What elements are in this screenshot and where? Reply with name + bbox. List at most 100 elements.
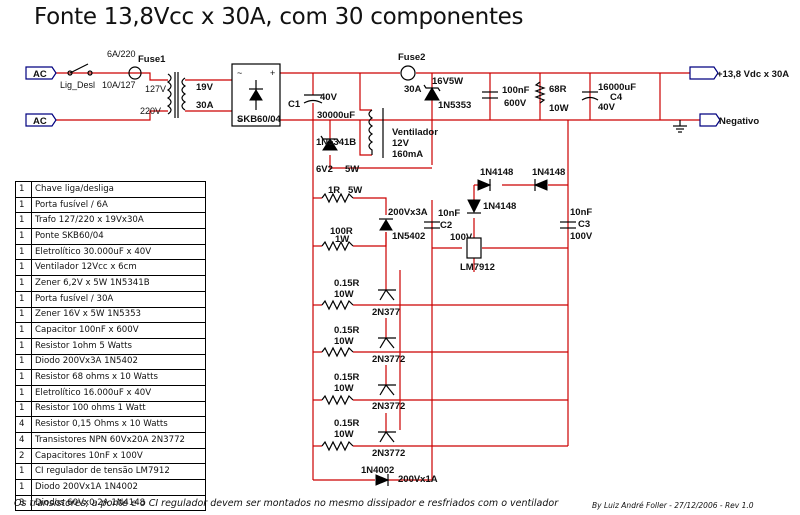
- fan-current: 160mA: [392, 149, 423, 160]
- t4-label: 2N3772: [372, 448, 405, 459]
- d4148-a: 1N4148: [480, 167, 513, 178]
- part-qty: 1: [15, 275, 32, 292]
- c4-name: C4: [610, 92, 623, 103]
- part-description: Resistor 100 ohms 1 Watt: [31, 400, 206, 418]
- c2-value: 10nF: [438, 208, 460, 219]
- page-title: Fonte 13,8Vcc x 30A, com 30 componentes: [34, 4, 524, 30]
- part-description: Ponte SKB60/04: [31, 228, 206, 245]
- part-qty: 1: [15, 400, 32, 418]
- c1-name: C1: [288, 99, 301, 110]
- zener1-rating: 16V5W: [432, 76, 463, 87]
- part-qty: 4: [15, 432, 32, 449]
- capacitor-c3: 10nF C3 100V: [560, 207, 593, 242]
- ac-input-top: AC: [25, 66, 57, 80]
- part-qty: 1: [15, 290, 32, 308]
- r100-power: 1W: [335, 234, 349, 245]
- part-qty: 1: [15, 306, 32, 324]
- svg-text:~: ~: [237, 115, 242, 125]
- capacitor-c4: 16000uF C4 40V: [581, 82, 636, 113]
- cap100n-voltage: 600V: [504, 98, 527, 109]
- resistor-1r: 1R 5W: [321, 185, 362, 204]
- part-description: Trafo 127/220 x 19Vx30A: [31, 212, 206, 230]
- fuse1-rating-a: 6A/220: [107, 49, 136, 59]
- c4-voltage: 40V: [598, 102, 616, 113]
- part-qty: 2: [15, 447, 32, 465]
- part-description: Diodo 200Vx1A 1N4002: [31, 479, 206, 496]
- c3-name: C3: [578, 219, 590, 230]
- c2-name: C2: [440, 220, 452, 231]
- output-negative: Negativo: [673, 113, 759, 133]
- c3-voltage: 100V: [570, 231, 593, 242]
- part-description: Resistor 0,15 Ohms x 10 Watts: [31, 416, 206, 433]
- zener2-voltage: 6V2: [316, 164, 333, 175]
- re2-power: 10W: [334, 336, 354, 347]
- part-qty: 4: [15, 416, 32, 433]
- tap-127: 127V: [145, 84, 166, 94]
- power-stage-1: 0.15R 10W 2N377: [321, 278, 400, 318]
- diode-1n5402: 200Vx3A 1N5402: [379, 207, 428, 242]
- resistor-68r: 68R 10W: [534, 81, 569, 114]
- t1-label: 2N377: [372, 307, 400, 318]
- power-stage-2: 0.15R 10W 2N3772: [321, 325, 405, 365]
- re1-value: 0.15R: [334, 278, 359, 289]
- fuse1-rating-b: 10A/127: [102, 80, 136, 90]
- c4-value: 16000uF: [598, 82, 636, 93]
- fuse2-name: Fuse2: [398, 52, 425, 63]
- mounting-note: Os transistores, a ponte e o CI regulado…: [14, 498, 559, 509]
- zener-16v: 16V5W 1N5353: [423, 76, 471, 111]
- part-description: Eletrolítico 30.000uF x 40V: [31, 243, 206, 261]
- part-qty: 1: [15, 322, 32, 339]
- re3-power: 10W: [334, 383, 354, 394]
- re2-value: 0.15R: [334, 325, 359, 336]
- output-positive: +13,8 Vdc x 30A: [689, 66, 789, 80]
- bridge-rectifier: + ~ ~ - SKB60/04: [231, 63, 282, 127]
- part-description: Transistores NPN 60Vx20A 2N3772: [31, 432, 206, 449]
- c3-value: 10nF: [570, 207, 592, 218]
- fuse2: Fuse2 30A: [398, 52, 425, 95]
- d4002-rating: 200Vx1A: [398, 474, 438, 485]
- out-neg-label: Negativo: [719, 116, 759, 127]
- part-description: Zener 16V x 5W 1N5353: [31, 306, 206, 324]
- fan-voltage: 12V: [392, 138, 410, 149]
- cap100n-value: 100nF: [502, 85, 530, 96]
- fan-coil: Ventilador 12V 160mA: [368, 108, 438, 160]
- part-qty: 1: [15, 463, 32, 481]
- zener-6v2: 1N5341B 6V2 5W: [316, 135, 359, 175]
- d5402-rating: 200Vx3A: [388, 207, 428, 218]
- part-description: Chave liga/desliga: [31, 181, 206, 198]
- sec-voltage: 19V: [196, 82, 214, 93]
- d5402-part: 1N5402: [392, 231, 425, 242]
- r1-power: 5W: [348, 185, 362, 196]
- bridge-label: SKB60/04: [237, 114, 282, 125]
- part-qty: 1: [15, 384, 32, 402]
- part-description: Diodo 200Vx3A 1N5402: [31, 353, 206, 371]
- fan-title: Ventilador: [392, 127, 438, 138]
- part-qty: 1: [15, 369, 32, 386]
- c1-voltage: 40V: [320, 92, 338, 103]
- fuse1-name: Fuse1: [138, 54, 166, 65]
- switch-label: Lig_Desl: [60, 80, 95, 90]
- lm7912-label: LM7912: [460, 262, 495, 273]
- part-qty: 1: [15, 259, 32, 277]
- part-description: Resistor 1ohm 5 Watts: [31, 337, 206, 355]
- t2-label: 2N3772: [372, 354, 405, 365]
- part-qty: 1: [15, 337, 32, 355]
- part-description: Zener 6,2V x 5W 1N5341B: [31, 275, 206, 292]
- r100-value: 100R: [330, 226, 353, 237]
- diode-1n4002: 1N4002 200Vx1A: [361, 465, 438, 486]
- capacitor-c2: 10nF C2 100V: [424, 208, 473, 243]
